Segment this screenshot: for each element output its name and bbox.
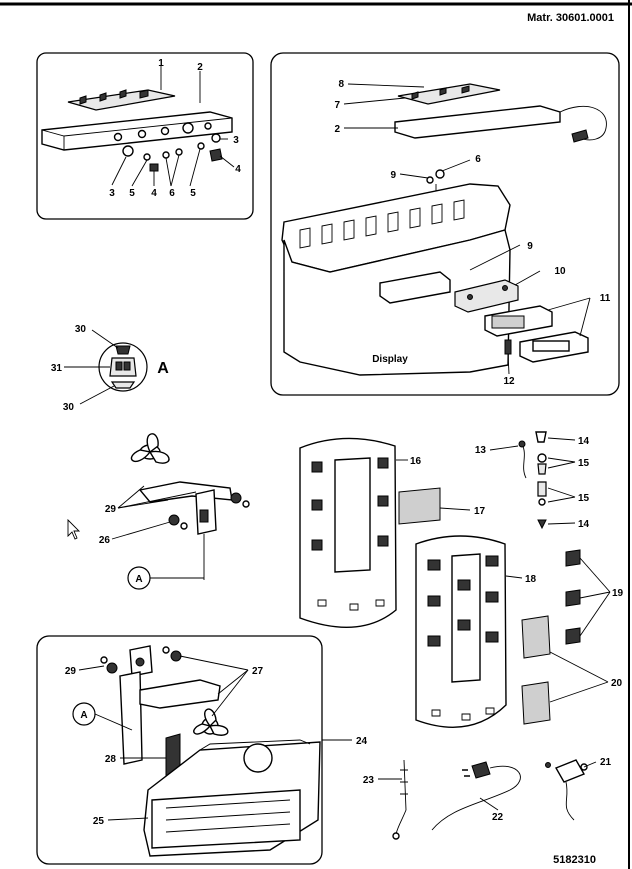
group-lamp-parts: 13 14 15 15 14	[475, 431, 590, 530]
display-label: Display	[372, 354, 408, 365]
fan-blade	[146, 433, 159, 454]
cap-30a	[115, 345, 131, 355]
shelf-support-19a	[565, 549, 581, 567]
callout-24: 24	[356, 736, 368, 747]
nut-4a	[149, 163, 159, 172]
fan-bracket	[138, 481, 233, 503]
box-bottom-left	[36, 635, 323, 865]
callout-7: 7	[334, 100, 340, 111]
callout-13: 13	[475, 445, 487, 456]
spring-clip	[504, 339, 512, 355]
callout-19: 19	[612, 588, 624, 599]
display-bar	[394, 105, 561, 139]
callout-a2: A	[80, 710, 87, 721]
connector-31	[109, 357, 137, 377]
callout-26a: 26	[99, 535, 111, 546]
box-top-left	[36, 52, 254, 220]
drawing-number: 5182310	[553, 854, 596, 866]
callout-12: 12	[503, 376, 515, 387]
wire-harness	[395, 759, 407, 835]
callout-5a: 5	[129, 188, 135, 199]
callout-3b: 3	[233, 135, 239, 146]
callout-9a: 9	[390, 170, 396, 181]
group-panel-16: 16 17	[299, 437, 486, 628]
lamp-cover-14a	[535, 431, 547, 443]
box-display	[270, 52, 620, 396]
detail-a-label: A	[157, 360, 169, 377]
callout-18: 18	[525, 574, 537, 585]
group-top-left: 1 2 3 5 4 6 5 3 4	[36, 52, 254, 220]
callout-4b: 4	[235, 164, 241, 175]
callout-6b: 6	[475, 154, 481, 165]
cap-30b	[110, 381, 136, 389]
knob-3b	[211, 133, 221, 143]
callout-15a: 15	[578, 458, 590, 469]
cover-plate-20a	[521, 615, 551, 659]
mouse-pointer-icon	[67, 518, 81, 540]
support-bar	[41, 111, 233, 151]
callout-14a: 14	[578, 436, 590, 447]
callout-29a: 29	[105, 504, 117, 515]
display-connector	[571, 129, 589, 143]
callout-5b: 5	[190, 188, 196, 199]
capacitor-21	[554, 759, 586, 783]
callout-10: 10	[554, 266, 566, 277]
callout-22: 22	[492, 812, 504, 823]
power-cord	[431, 765, 521, 831]
callout-1: 1	[158, 58, 164, 69]
callout-30a: 30	[75, 324, 87, 335]
lamp-holder	[537, 481, 547, 497]
group-bottom-left: 29 27 28 25 24 A	[36, 635, 368, 865]
callout-9b: 9	[527, 241, 533, 252]
callout-14b: 14	[578, 519, 590, 530]
callout-17: 17	[474, 506, 486, 517]
insulation-pad	[398, 487, 441, 525]
lamp-cover-14b	[537, 519, 547, 530]
group-panel-18: 18 19 20	[415, 535, 624, 728]
group-display: 8 7 2 9 6 9 10 11 12 Display	[270, 52, 620, 396]
fan-blade-b	[204, 708, 217, 728]
nut-4b	[209, 148, 223, 162]
callout-23: 23	[363, 775, 375, 786]
group-fan: 29 26 A	[99, 433, 250, 590]
callout-21: 21	[600, 757, 612, 768]
callout-30b: 30	[63, 402, 75, 413]
power-plug	[471, 761, 491, 779]
callout-2b: 2	[334, 124, 340, 135]
callout-8: 8	[338, 79, 344, 90]
callout-29b: 29	[65, 666, 77, 677]
board-components	[79, 89, 149, 105]
callout-15b: 15	[578, 493, 590, 504]
cover-plate-20b	[521, 681, 551, 725]
callout-11: 11	[600, 293, 611, 304]
callout-3a: 3	[109, 188, 115, 199]
callout-2: 2	[197, 62, 203, 73]
callout-27: 27	[252, 666, 264, 677]
callout-a: A	[135, 574, 142, 585]
group-electrical: 23 22 21	[363, 757, 612, 840]
callout-28: 28	[105, 754, 117, 765]
callout-20: 20	[611, 678, 623, 689]
callout-25: 25	[93, 816, 105, 827]
group-detail-a: 30 31 30 A	[51, 324, 169, 413]
callout-16: 16	[410, 456, 422, 467]
display-window	[379, 271, 451, 304]
callout-6a: 6	[169, 188, 175, 199]
callout-4a: 4	[151, 188, 157, 199]
matr-number: Matr. 30601.0001	[527, 12, 614, 24]
callout-31: 31	[51, 363, 63, 374]
fan-support-bracket	[119, 671, 143, 765]
display-front-panel	[283, 229, 511, 376]
knob-3a	[122, 145, 134, 157]
